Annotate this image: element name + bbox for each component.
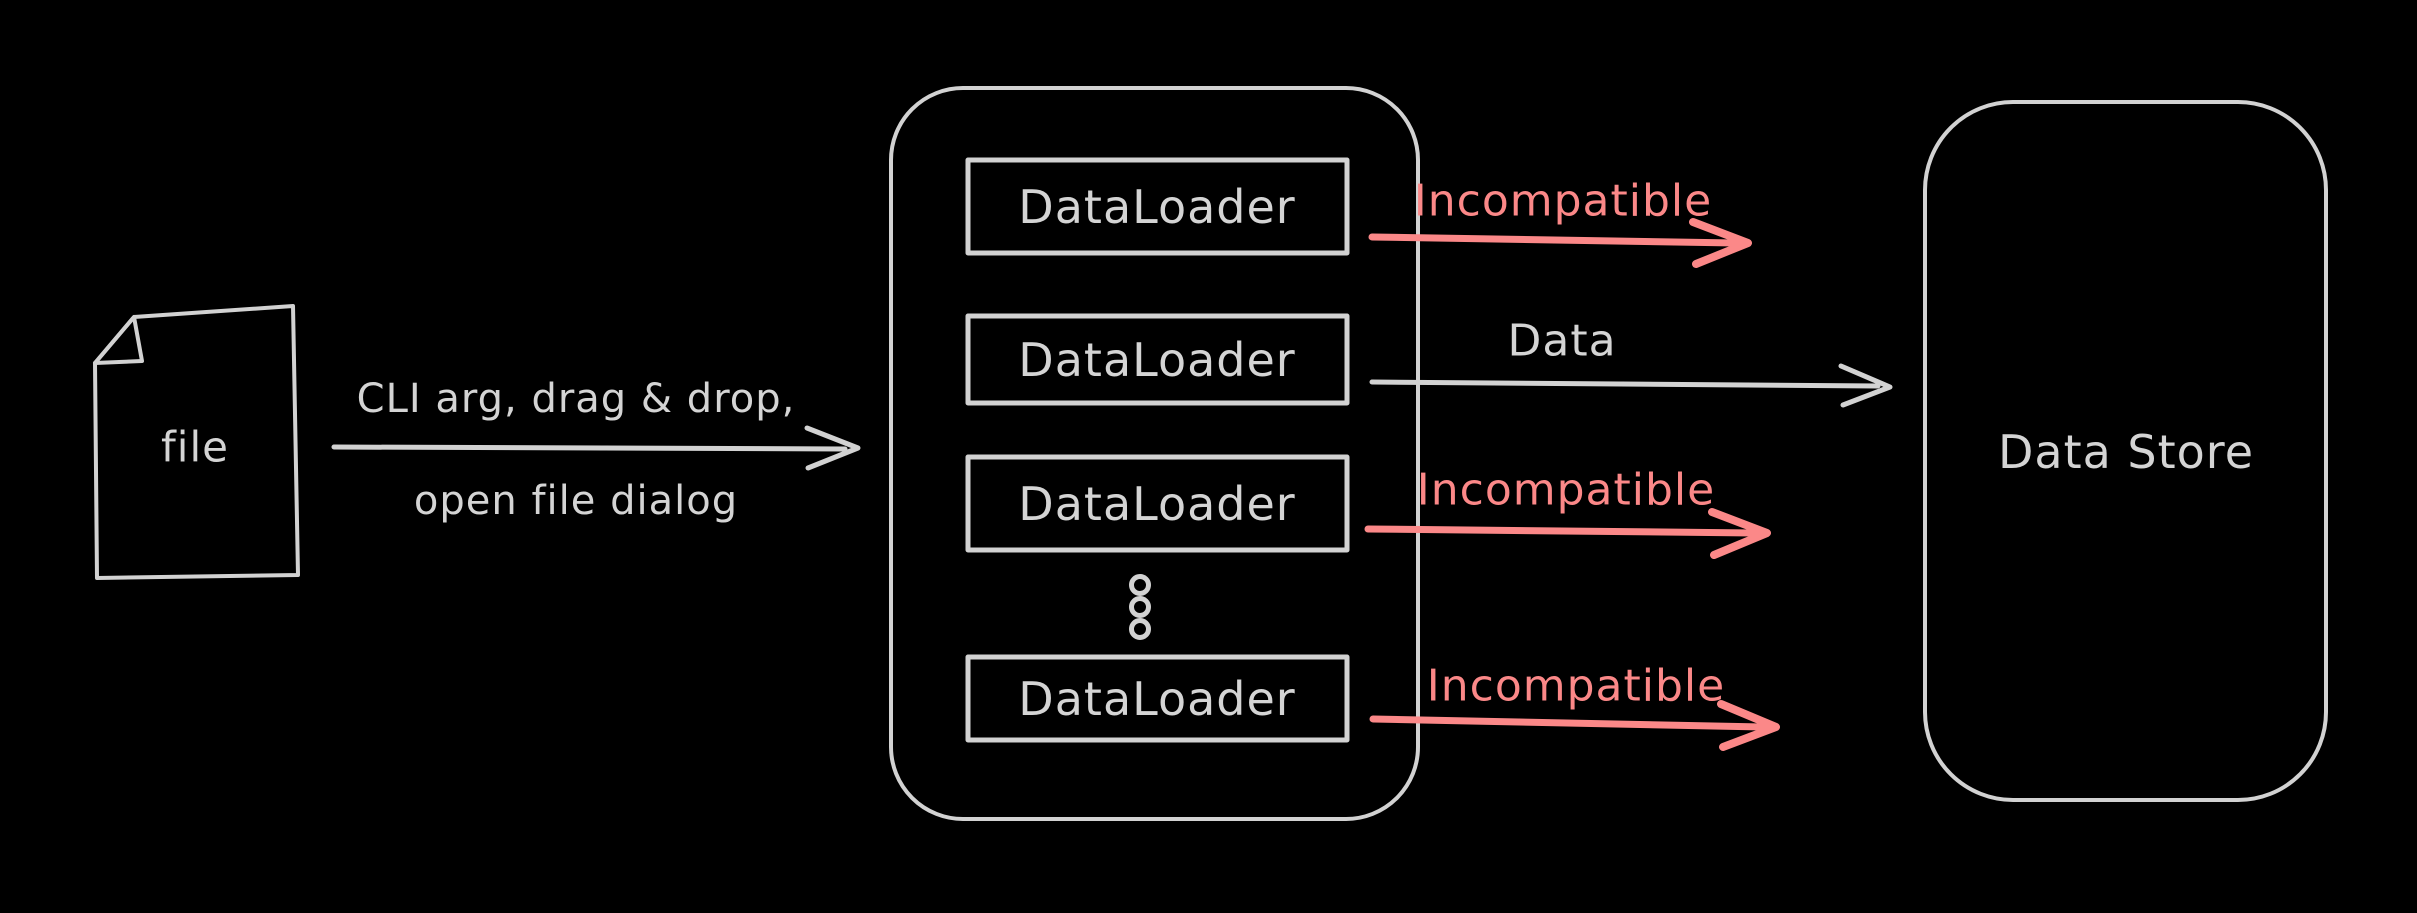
dataloader-label-3: DataLoader xyxy=(1018,477,1296,531)
incompatible-arrow-1-head xyxy=(1689,218,1752,268)
dataloader-box-3 xyxy=(965,454,1350,553)
data-arrow-line xyxy=(1369,379,1881,389)
input-arrow-label-line1: CLI arg, drag & drop, xyxy=(356,376,796,422)
incompatible-arrow-2-line xyxy=(1364,525,1759,537)
dataloader-label-4: DataLoader xyxy=(1018,672,1296,726)
dataloader-box-4 xyxy=(965,654,1350,743)
incompatible-arrow-1 xyxy=(1368,218,1752,268)
ellipsis-dot xyxy=(1129,618,1151,640)
file-label: file xyxy=(161,422,229,472)
vertical-ellipsis-icon xyxy=(1129,574,1151,640)
incompatible-arrow-1-line xyxy=(1368,233,1740,247)
incompatible-arrow-3 xyxy=(1369,700,1780,751)
file-icon xyxy=(93,304,300,580)
incompatible-label-2: Incompatible xyxy=(1416,464,1716,516)
data-arrow-head xyxy=(1838,363,1893,408)
data-arrow xyxy=(1369,363,1893,408)
input-arrow-label-line2: open file dialog xyxy=(413,478,739,524)
input-arrow xyxy=(331,425,861,471)
dataloader-box-1 xyxy=(965,157,1350,256)
incompatible-arrow-3-head xyxy=(1717,700,1780,751)
incompatible-label-3: Incompatible xyxy=(1426,660,1726,712)
dataloader-box-2 xyxy=(965,313,1350,406)
file-fold-corner xyxy=(93,315,144,365)
dataloader-container xyxy=(889,86,1420,821)
incompatible-arrow-3-line xyxy=(1369,715,1767,731)
incompatible-label-1: Incompatible xyxy=(1413,175,1713,227)
incompatible-arrow-2 xyxy=(1364,508,1771,559)
dataloader-label-1: DataLoader xyxy=(1018,180,1296,234)
data-store-label: Data Store xyxy=(1997,425,2255,479)
incompatible-arrow-2-head xyxy=(1708,508,1771,559)
ellipsis-dot xyxy=(1129,596,1151,618)
data-label: Data xyxy=(1507,315,1617,367)
ellipsis-dot xyxy=(1129,574,1151,596)
dataloader-label-2: DataLoader xyxy=(1018,333,1296,387)
input-arrow-line xyxy=(331,444,848,452)
input-arrow-head xyxy=(804,425,861,471)
data-store-box xyxy=(1923,100,2328,802)
